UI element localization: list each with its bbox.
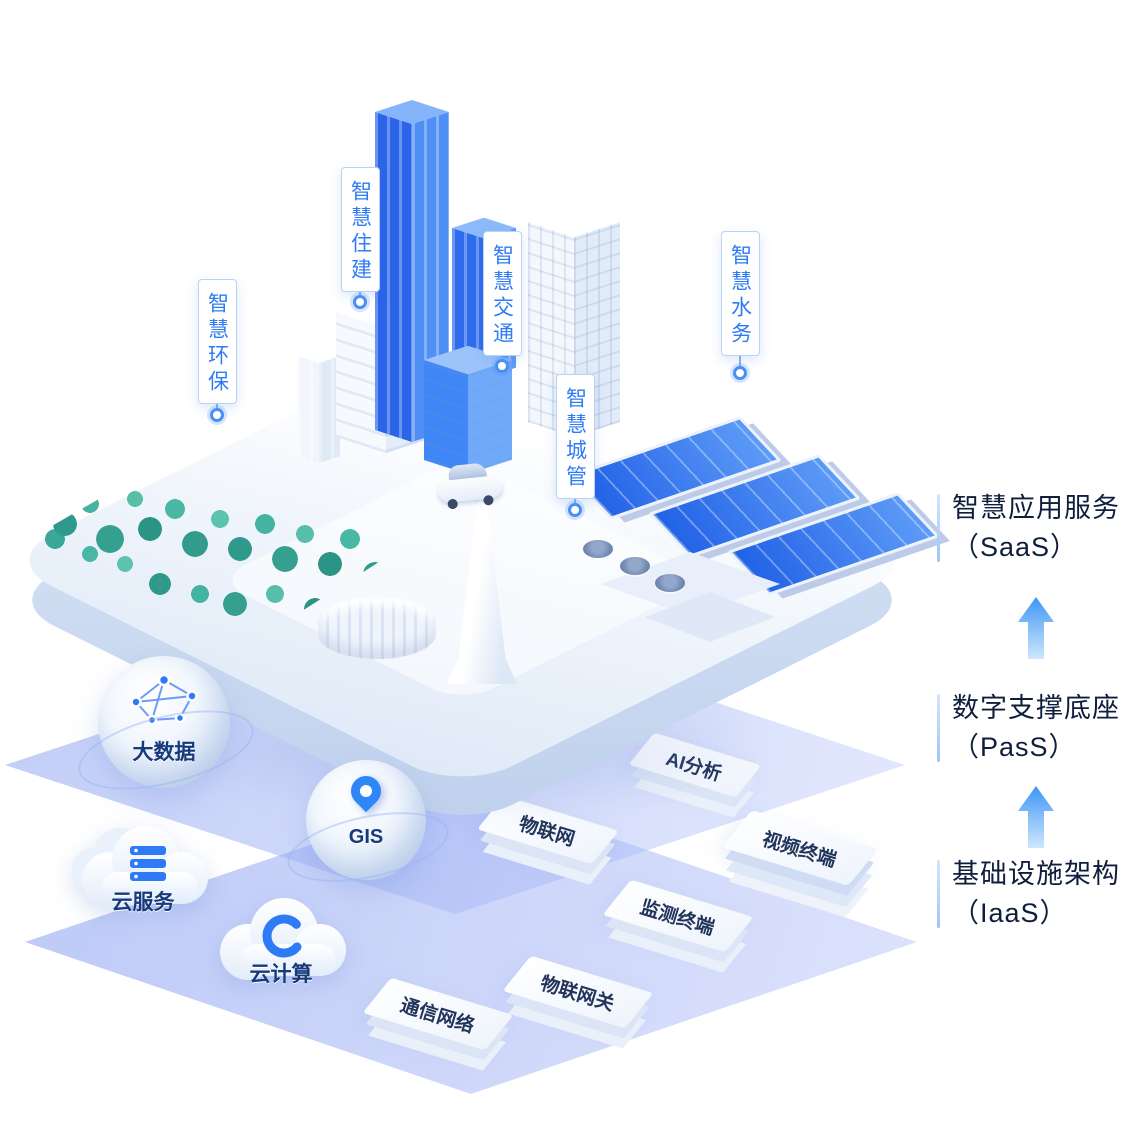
callout-line (359, 292, 361, 295)
car (436, 461, 506, 514)
iaas-title: 基础设施架构 (952, 859, 1120, 889)
callout-label: 智慧住建 (340, 167, 380, 292)
callout-dot (733, 366, 747, 380)
gis-globe: GIS (281, 760, 455, 895)
big-data-label: 大数据 (132, 741, 196, 764)
plaza-dot (583, 540, 613, 558)
saas-subtitle: （SaaS） (952, 532, 1079, 563)
server-cloud-icon (72, 826, 208, 908)
up-arrow-icon (1018, 597, 1054, 659)
building-face (468, 360, 512, 475)
up-arrow-icon (1018, 786, 1054, 848)
paas-title: 数字支撑底座 (952, 693, 1120, 723)
layer-label-saas: 智慧应用服务 （SaaS） (937, 489, 1127, 567)
building-face (424, 360, 468, 475)
building-face (298, 349, 340, 363)
callout-dot (568, 503, 582, 517)
cloud-computing: 云计算 (196, 884, 366, 994)
network-globe-icon (130, 673, 198, 726)
callout-line (739, 356, 741, 366)
callout-line (574, 499, 576, 503)
paas-subtitle: （PasS） (952, 732, 1077, 763)
callout-smart-transport: 智慧交通 (451, 231, 553, 373)
building-face (298, 356, 319, 463)
callout-smart-water: 智慧水务 (689, 231, 791, 380)
server-stack-icon (130, 846, 166, 881)
callout-label: 智慧城管 (555, 374, 595, 499)
c-swirl-icon (262, 914, 306, 958)
callout-label: 智慧水务 (720, 231, 760, 356)
callout-smart-housing: 智慧住建 (309, 167, 411, 309)
callout-dot (495, 359, 509, 373)
cloud-compute-icon (220, 898, 346, 980)
plaza-dot (620, 557, 650, 575)
iaas-subtitle: （IaaS） (952, 898, 1068, 929)
cloud-service-label: 云服务 (111, 891, 175, 914)
cloud-computing-label: 云计算 (249, 963, 313, 986)
callout-dot (210, 408, 224, 422)
gis-label: GIS (348, 826, 384, 848)
callout-label: 智慧环保 (197, 279, 237, 404)
callout-smart-city-mgmt: 智慧城管 (524, 374, 626, 517)
callout-smart-environment: 智慧环保 (166, 279, 268, 422)
monument-tower (440, 493, 524, 684)
saas-title: 智慧应用服务 (952, 493, 1120, 523)
callout-line (216, 404, 218, 408)
callout-line (501, 356, 503, 359)
callout-dot (353, 295, 367, 309)
monument-body (446, 502, 518, 684)
callout-label: 智慧交通 (482, 231, 522, 356)
round-plaza (318, 597, 436, 659)
plaza-dot (655, 574, 685, 592)
big-data-globe: 大数据 (70, 656, 262, 805)
car-wheel (482, 494, 494, 506)
layer-label-iaas: 基础设施架构 （IaaS） (937, 855, 1127, 933)
car-wheel (447, 498, 459, 510)
cloud-service: 云服务 (58, 812, 228, 922)
layer-label-paas: 数字支撑底座 （PasS） (937, 689, 1127, 767)
